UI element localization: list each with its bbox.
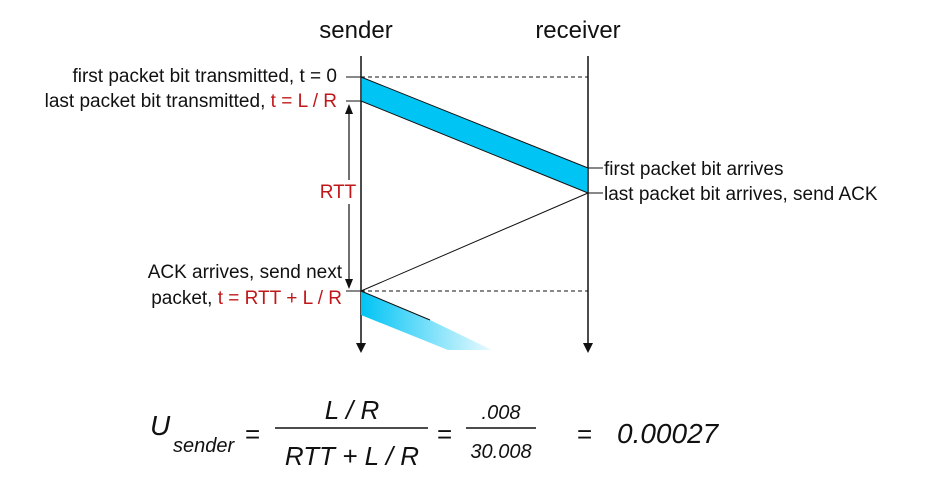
- ack-arrives-label-line2: packet, t = RTT + L / R: [151, 288, 342, 309]
- rtt-label: RTT: [320, 182, 357, 203]
- utilization-symbol: U: [150, 410, 171, 441]
- rtt-arrow-up: [345, 104, 353, 114]
- next-packet-band: [361, 291, 492, 350]
- fraction2-numerator: .008: [482, 402, 521, 424]
- sender-header: sender: [319, 17, 392, 44]
- fraction1-denominator: RTT + L / R: [285, 441, 419, 471]
- equals-sign-1: =: [245, 419, 260, 449]
- fraction2-denominator: 30.008: [470, 441, 531, 463]
- first-bit-arrives-label: first packet bit arrives: [604, 159, 784, 180]
- utilization-subscript: sender: [173, 435, 235, 457]
- equals-sign-2: =: [437, 419, 452, 449]
- first-bit-transmitted-label: first packet bit transmitted, t = 0: [72, 66, 337, 87]
- ack-arrives-label-line1: ACK arrives, send next: [148, 262, 343, 283]
- equals-sign-3: =: [577, 419, 592, 449]
- rtt-label-bg: [318, 180, 358, 204]
- ack-line: [360, 192, 589, 292]
- fraction1-numerator: L / R: [325, 395, 379, 425]
- packet-band: [360, 76, 589, 194]
- last-bit-transmitted-label: last packet bit transmitted, t = L / R: [45, 91, 337, 112]
- next-packet-edge: [360, 290, 431, 321]
- rtt-arrow-down: [345, 279, 353, 289]
- utilization-result: 0.00027: [617, 418, 720, 449]
- sender-timeline-arrow: [356, 343, 366, 353]
- receiver-header: receiver: [535, 17, 620, 44]
- receiver-timeline-arrow: [583, 343, 593, 353]
- last-bit-arrives-label: last packet bit arrives, send ACK: [604, 184, 878, 205]
